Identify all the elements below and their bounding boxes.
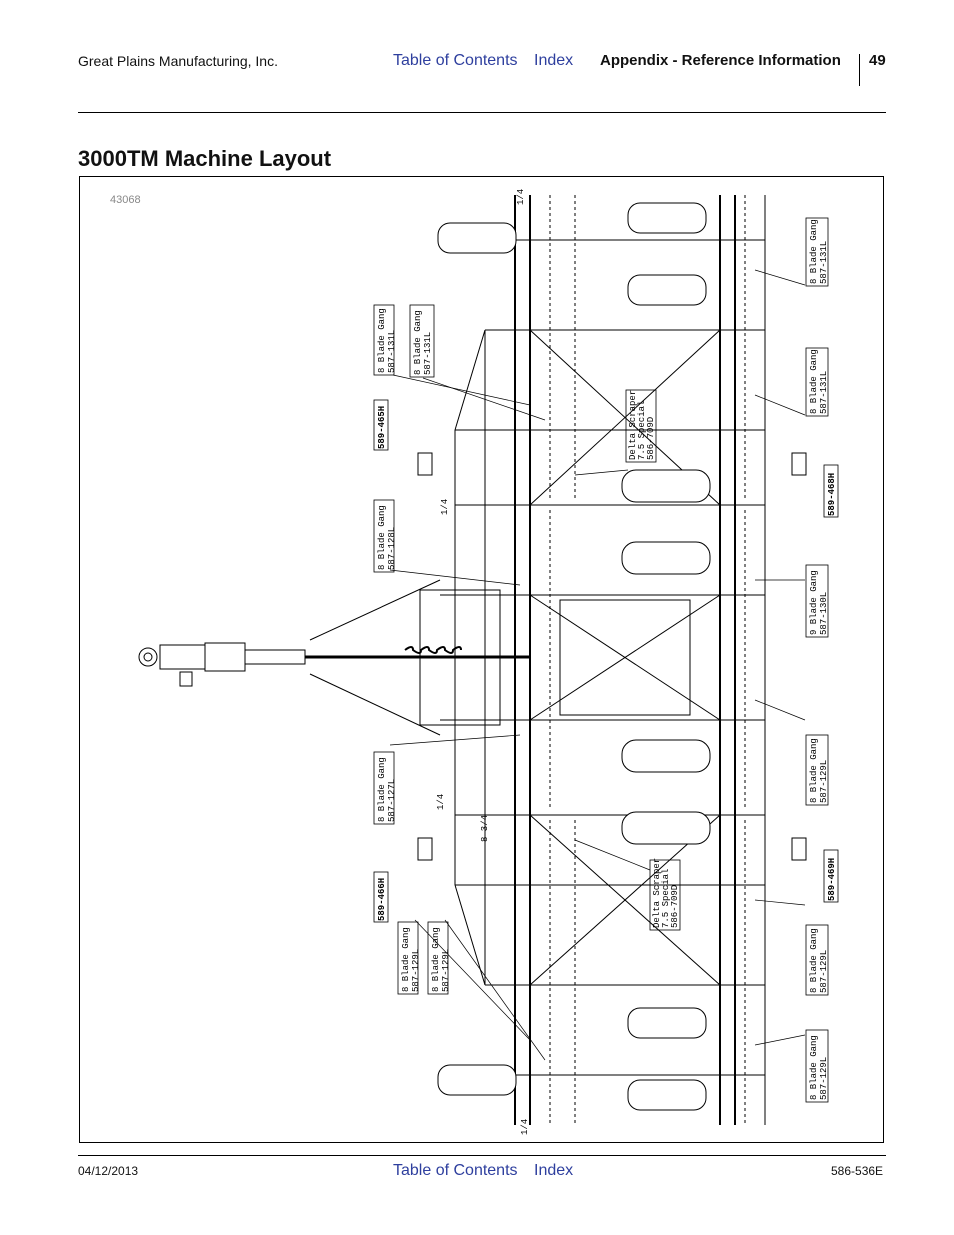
dim-quarter-lower-mid: 1/4	[436, 794, 446, 810]
footer-toc-link[interactable]: Table of Contents	[393, 1162, 518, 1179]
callout-gang-3: 8 Blade Gang587-128L	[377, 505, 397, 570]
page-number: 49	[869, 52, 886, 69]
callout-gang-1: 8 Blade Gang587-131L	[377, 308, 397, 373]
callout-gang-4: 8 Blade Gang587-127L	[377, 757, 397, 822]
footer-doc-number: 586-536E	[831, 1164, 884, 1178]
callout-gang-12: 8 Blade Gang587-129L	[809, 1035, 829, 1100]
callout-gang-11: 8 Blade Gang587-129L	[809, 928, 829, 993]
blade-gangs	[549, 195, 746, 1125]
hitch-assembly	[138, 579, 530, 736]
dim-quarter-top: 1/4	[516, 189, 526, 205]
footer-date: 04/12/2013	[78, 1164, 139, 1178]
header-rule	[78, 112, 886, 113]
wheels	[437, 202, 711, 1111]
callout-labels: 8 Blade Gang587-131L 8 Blade Gang587-131…	[377, 189, 837, 1135]
callout-gang-5: 8 Blade Gang587-129L	[401, 927, 421, 992]
company-name: Great Plains Manufacturing, Inc.	[78, 53, 278, 69]
dim-eight-three-quarter: 8 3/4	[480, 815, 490, 842]
figure-frame: 43068	[79, 176, 884, 1143]
callout-scraper-1: Delta Scraper7.5 Special586-709D	[628, 390, 656, 460]
callout-part-589-466H: 589-466H	[377, 878, 387, 921]
main-frame	[419, 195, 766, 1125]
callout-gang-10: 8 Blade Gang587-129L	[809, 738, 829, 803]
page-title: 3000TM Machine Layout	[78, 146, 332, 171]
figure-number: 43068	[110, 194, 141, 206]
header-index-link[interactable]: Index	[534, 52, 574, 69]
header-divider	[859, 54, 860, 86]
dim-quarter-upper-mid: 1/4	[440, 499, 450, 515]
callout-part-589-469H: 589-469H	[827, 858, 837, 901]
footer-index-link[interactable]: Index	[534, 1162, 574, 1179]
section-title: Appendix - Reference Information	[600, 52, 841, 69]
callout-gang-7: 8 Blade Gang587-131L	[809, 219, 829, 284]
header-toc-link[interactable]: Table of Contents	[393, 52, 518, 69]
hydraulic-blocks	[417, 452, 807, 861]
leader-lines	[389, 269, 806, 1061]
callout-part-589-468H: 589-468H	[827, 473, 837, 516]
callout-boxes	[373, 217, 839, 1103]
callout-gang-8: 8 Blade Gang587-131L	[809, 349, 829, 414]
footer-rule	[78, 1155, 886, 1156]
callout-gang-2: 8 Blade Gang587-131L	[413, 310, 433, 375]
callout-gang-9: 9 Blade Gang587-130L	[809, 570, 829, 635]
callout-part-589-465H: 589-465H	[377, 406, 387, 449]
dim-quarter-bottom: 1/4	[520, 1119, 530, 1135]
callout-scraper-2: Delta Scraper7.5 Special586-709D	[652, 858, 680, 928]
callout-gang-6: 8 Blade Gang587-129L	[431, 927, 451, 992]
